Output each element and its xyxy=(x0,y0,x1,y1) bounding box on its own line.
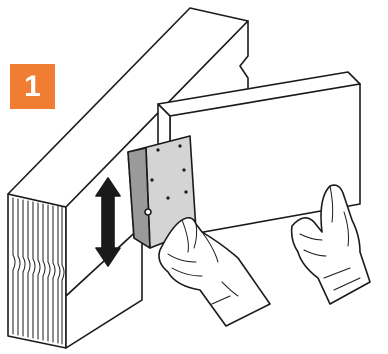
left-gloved-hand-icon xyxy=(159,218,270,326)
step-number-badge: 1 xyxy=(10,64,55,109)
